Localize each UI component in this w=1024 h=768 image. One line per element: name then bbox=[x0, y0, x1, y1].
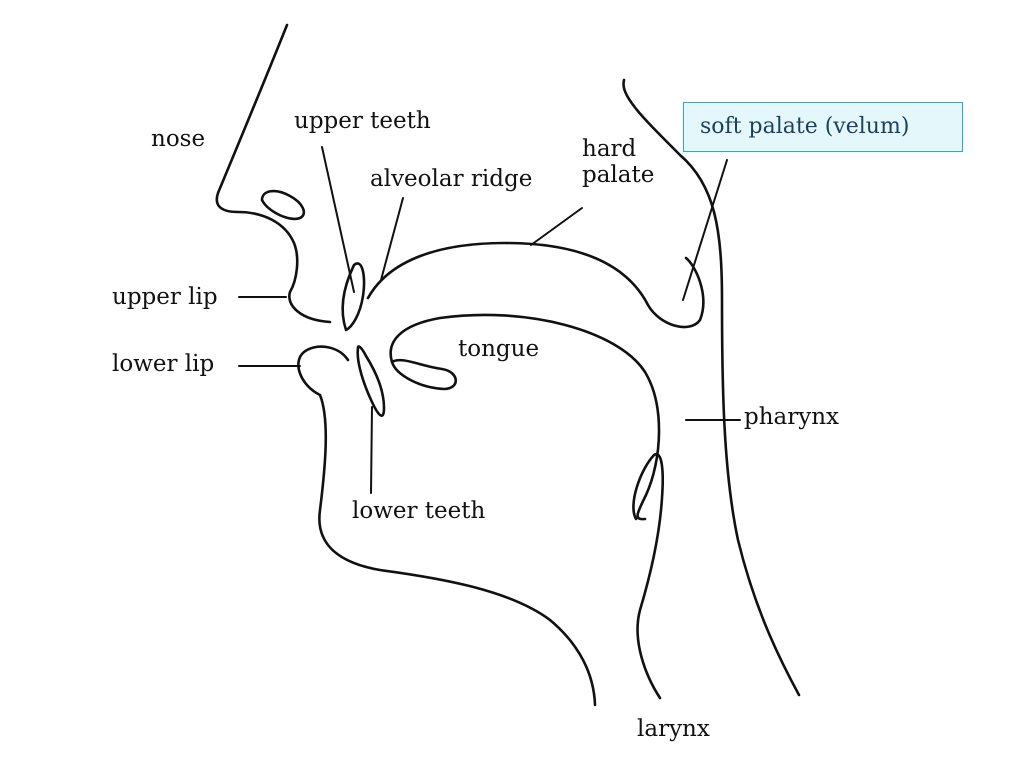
face-profile-outline bbox=[215, 23, 332, 324]
alveolar-ridge-leader bbox=[380, 197, 404, 281]
upper-tooth-outline bbox=[341, 262, 366, 332]
epiglottis-outline bbox=[632, 452, 665, 700]
label-hard-palate: hard palate bbox=[582, 136, 654, 188]
tongue-tip-outline bbox=[390, 358, 458, 391]
label-lower-teeth: lower teeth bbox=[352, 498, 486, 524]
label-tongue: tongue bbox=[458, 336, 540, 362]
label-upper-lip: upper lip bbox=[112, 284, 218, 310]
label-larynx: larynx bbox=[637, 716, 710, 742]
label-upper-teeth: upper teeth bbox=[294, 108, 431, 134]
palate-outline bbox=[366, 241, 705, 329]
soft-palate-leader bbox=[682, 159, 728, 301]
upper-teeth-leader bbox=[321, 146, 355, 293]
tongue-outline bbox=[389, 313, 661, 521]
label-hard-palate-line1: hard bbox=[582, 136, 637, 162]
pharynx-wall-outline bbox=[622, 78, 801, 697]
label-alveolar-ridge: alveolar ridge bbox=[370, 166, 533, 192]
label-hard-palate-line2: palate bbox=[582, 162, 655, 188]
label-nose: nose bbox=[151, 126, 206, 152]
label-pharynx: pharynx bbox=[744, 404, 840, 430]
nostril-outline bbox=[260, 189, 306, 221]
lower-lip-chin-outline bbox=[297, 345, 597, 707]
soft-palate-highlight-box bbox=[683, 102, 963, 152]
label-lower-lip: lower lip bbox=[112, 351, 215, 377]
label-soft-palate: soft palate (velum) bbox=[700, 114, 910, 139]
lower-tooth-outline bbox=[356, 345, 386, 417]
lower-teeth-leader bbox=[370, 406, 373, 494]
hard-palate-leader bbox=[530, 207, 583, 246]
